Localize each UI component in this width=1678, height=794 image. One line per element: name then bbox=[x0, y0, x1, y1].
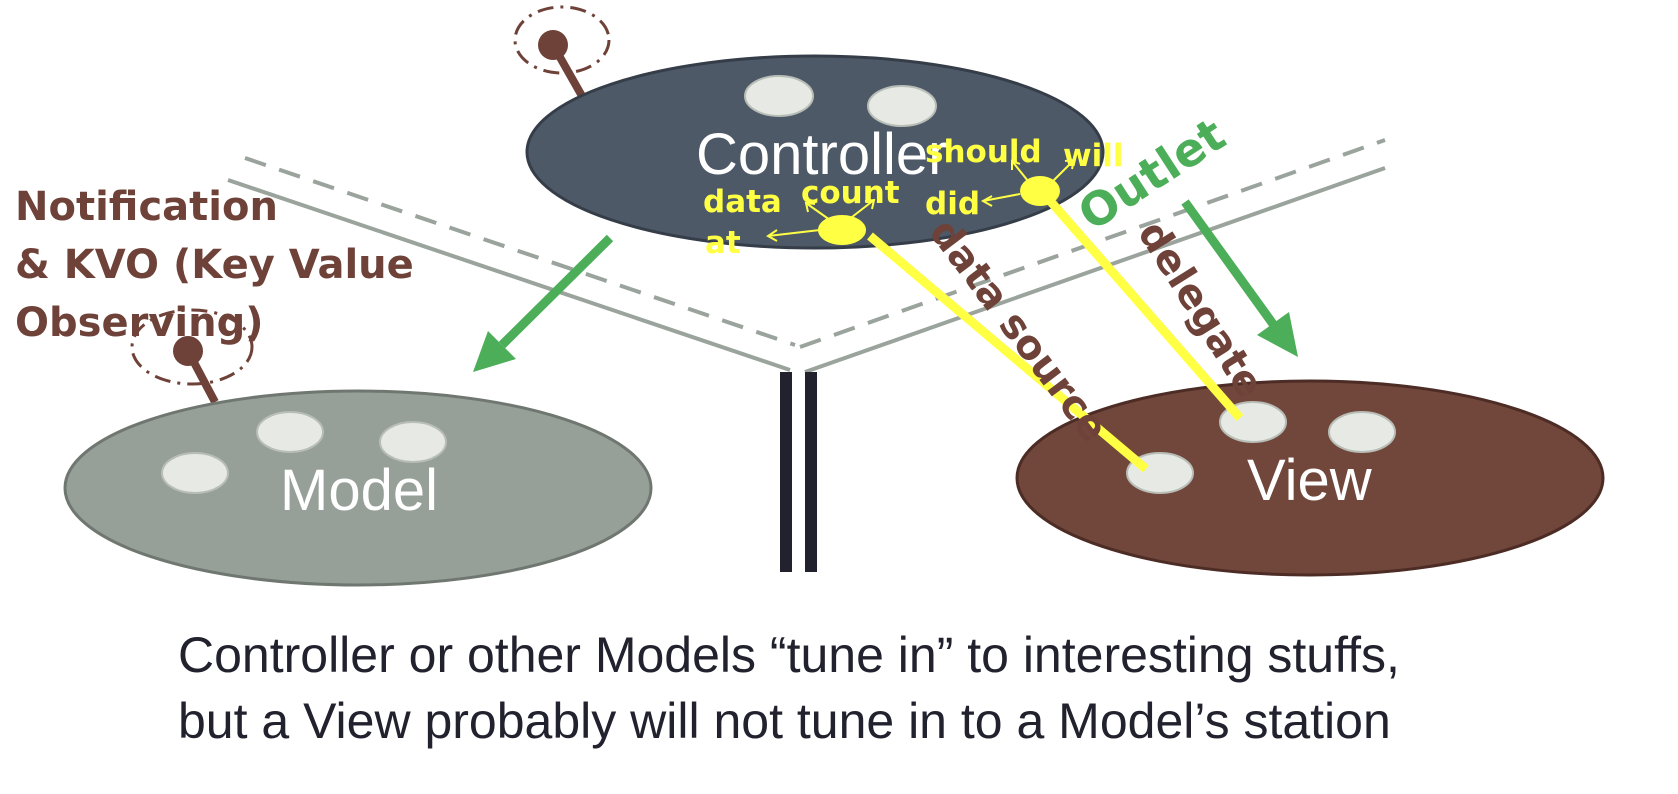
did-method-label: did bbox=[925, 186, 980, 222]
controller-ellipse bbox=[525, 54, 1105, 250]
road-line-left-dashed bbox=[244, 156, 796, 347]
count-method-label: count bbox=[801, 175, 900, 211]
antenna-tip bbox=[538, 30, 568, 60]
notification-line-2: & KVO (Key Value bbox=[15, 242, 414, 288]
road-line-right-solid bbox=[804, 166, 1386, 374]
model-ellipse bbox=[63, 389, 653, 587]
will-method-label: will bbox=[1063, 138, 1124, 174]
arrow-head bbox=[1257, 312, 1298, 357]
caption: Controller or other Models “tune in” to … bbox=[178, 622, 1628, 754]
road-line-left-solid bbox=[227, 178, 791, 372]
data-source-connection: data at count bbox=[703, 175, 1149, 473]
view-ellipse bbox=[1015, 379, 1605, 577]
view-dot bbox=[1328, 411, 1396, 453]
data-source-plug bbox=[818, 215, 866, 245]
at-method-label: at bbox=[705, 225, 741, 261]
view-label: View bbox=[1247, 448, 1373, 513]
delegate-wire bbox=[1041, 192, 1244, 421]
arrow-shaft bbox=[498, 234, 614, 349]
controller-label: Controller bbox=[696, 122, 947, 187]
notification-line-3: Observing) bbox=[15, 300, 263, 346]
controller-node: Controller bbox=[525, 54, 1105, 250]
wall-bar-right bbox=[805, 372, 817, 572]
should-method-label: should bbox=[925, 134, 1042, 170]
data-method-label: data bbox=[703, 184, 782, 220]
model-dot bbox=[161, 452, 229, 494]
controller-dot bbox=[867, 85, 937, 127]
model-view-wall bbox=[780, 372, 817, 572]
model-node: Model bbox=[63, 389, 653, 587]
road-line-right-dashed bbox=[799, 138, 1386, 349]
notification-kvo-label: Notification & KVO (Key Value Observing) bbox=[15, 184, 414, 346]
data-source-method-arrows bbox=[766, 198, 876, 242]
model-dot bbox=[256, 411, 324, 453]
antenna-signal-ring bbox=[130, 308, 254, 386]
data-source-wire bbox=[867, 232, 1149, 473]
caption-line-2: but a View probably will not tune in to … bbox=[178, 693, 1391, 749]
model-antenna bbox=[130, 308, 254, 404]
controller-to-model-arrow bbox=[473, 234, 614, 372]
model-label: Model bbox=[280, 458, 438, 523]
delegate-connection: should will did bbox=[925, 134, 1244, 421]
road-boundaries bbox=[227, 138, 1386, 374]
arrow-shaft bbox=[1181, 199, 1277, 327]
outlet-arrow bbox=[1181, 199, 1298, 357]
delegate-method-arrows bbox=[980, 158, 1076, 207]
controller-dot bbox=[744, 75, 814, 117]
controller-antenna bbox=[513, 5, 611, 98]
antenna-signal-ring bbox=[513, 5, 611, 75]
delegate-plug bbox=[1020, 176, 1060, 206]
model-dot bbox=[379, 421, 447, 463]
notification-line-1: Notification bbox=[15, 184, 278, 230]
caption-line-1: Controller or other Models “tune in” to … bbox=[178, 627, 1400, 683]
wall-bar-left bbox=[780, 372, 792, 572]
antenna-tip bbox=[173, 336, 203, 366]
view-node: View bbox=[1015, 379, 1605, 577]
arrow-head bbox=[473, 331, 516, 372]
